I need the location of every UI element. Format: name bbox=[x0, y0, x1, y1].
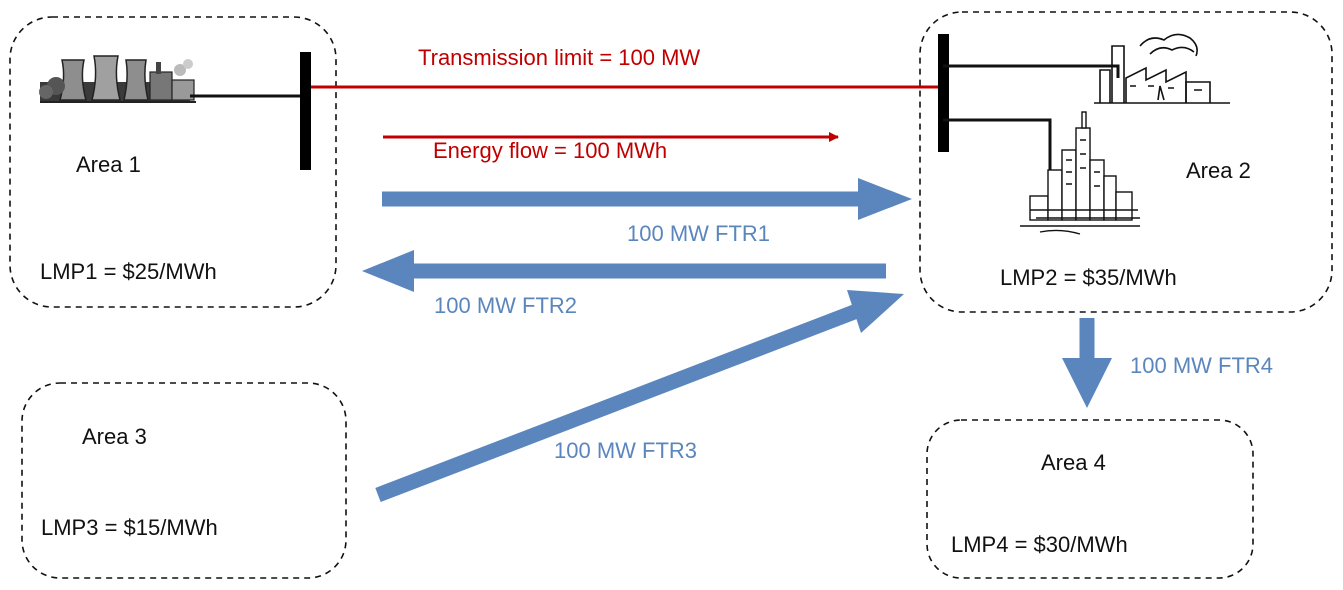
area2-lmp: LMP2 = $35/MWh bbox=[1000, 265, 1177, 290]
ftr3-label: 100 MW FTR3 bbox=[554, 438, 697, 463]
area2-factory-line bbox=[943, 64, 1120, 78]
ftr4-arrow bbox=[1062, 318, 1112, 408]
ftr3-arrow bbox=[375, 290, 904, 503]
area2-busbar bbox=[938, 34, 949, 152]
area2-city-line bbox=[943, 118, 1052, 180]
area2-name: Area 2 bbox=[1186, 158, 1251, 183]
ftr2-label: 100 MW FTR2 bbox=[434, 293, 577, 318]
area3-lmp: LMP3 = $15/MWh bbox=[41, 515, 218, 540]
area1-name: Area 1 bbox=[76, 152, 141, 177]
area1-box bbox=[9, 16, 337, 308]
power-plant-icon bbox=[39, 55, 196, 103]
area4-box bbox=[926, 419, 1254, 579]
area2-box bbox=[919, 11, 1333, 313]
area4-lmp: LMP4 = $30/MWh bbox=[951, 532, 1128, 557]
area3-box bbox=[21, 382, 347, 579]
factory-icon bbox=[1094, 33, 1230, 104]
area3-name: Area 3 bbox=[82, 424, 147, 449]
area1-lmp: LMP1 = $25/MWh bbox=[40, 259, 217, 284]
ftr1-arrow bbox=[382, 178, 912, 220]
transmission-limit-label: Transmission limit = 100 MW bbox=[418, 45, 700, 70]
area1-busbar bbox=[300, 52, 311, 170]
energy-flow-label: Energy flow = 100 MWh bbox=[433, 138, 667, 163]
city-skyline-icon bbox=[1020, 111, 1140, 235]
ftr4-label: 100 MW FTR4 bbox=[1130, 353, 1273, 378]
area4-name: Area 4 bbox=[1041, 450, 1106, 475]
ftr2-arrow bbox=[362, 250, 886, 292]
ftr1-label: 100 MW FTR1 bbox=[627, 221, 770, 246]
